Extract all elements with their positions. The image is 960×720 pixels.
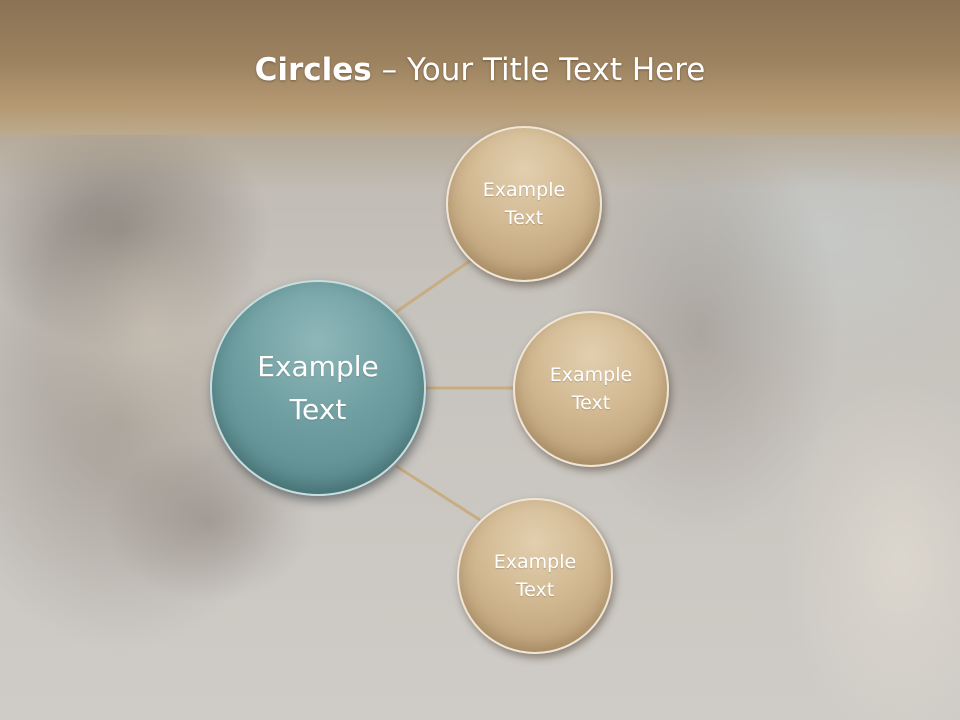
connector-top (395, 256, 475, 314)
connector-bottom (395, 464, 481, 522)
satellite-circle-bottom[interactable]: Example Text (457, 498, 613, 654)
satellite-circle-top[interactable]: Example Text (446, 126, 602, 282)
slide-title-rest: – Your Title Text Here (371, 52, 706, 88)
satellite-circle-label: Example Text (549, 363, 633, 415)
center-circle[interactable]: Example Text (210, 280, 426, 496)
slide-title[interactable]: Circles – Your Title Text Here (0, 52, 960, 88)
satellite-circle-label: Example Text (493, 550, 577, 602)
center-circle-label: Example Text (257, 349, 379, 426)
slide-title-bold: Circles (254, 52, 372, 88)
satellite-circle-middle[interactable]: Example Text (513, 311, 669, 467)
header-band (0, 0, 960, 135)
satellite-circle-label: Example Text (482, 178, 566, 230)
